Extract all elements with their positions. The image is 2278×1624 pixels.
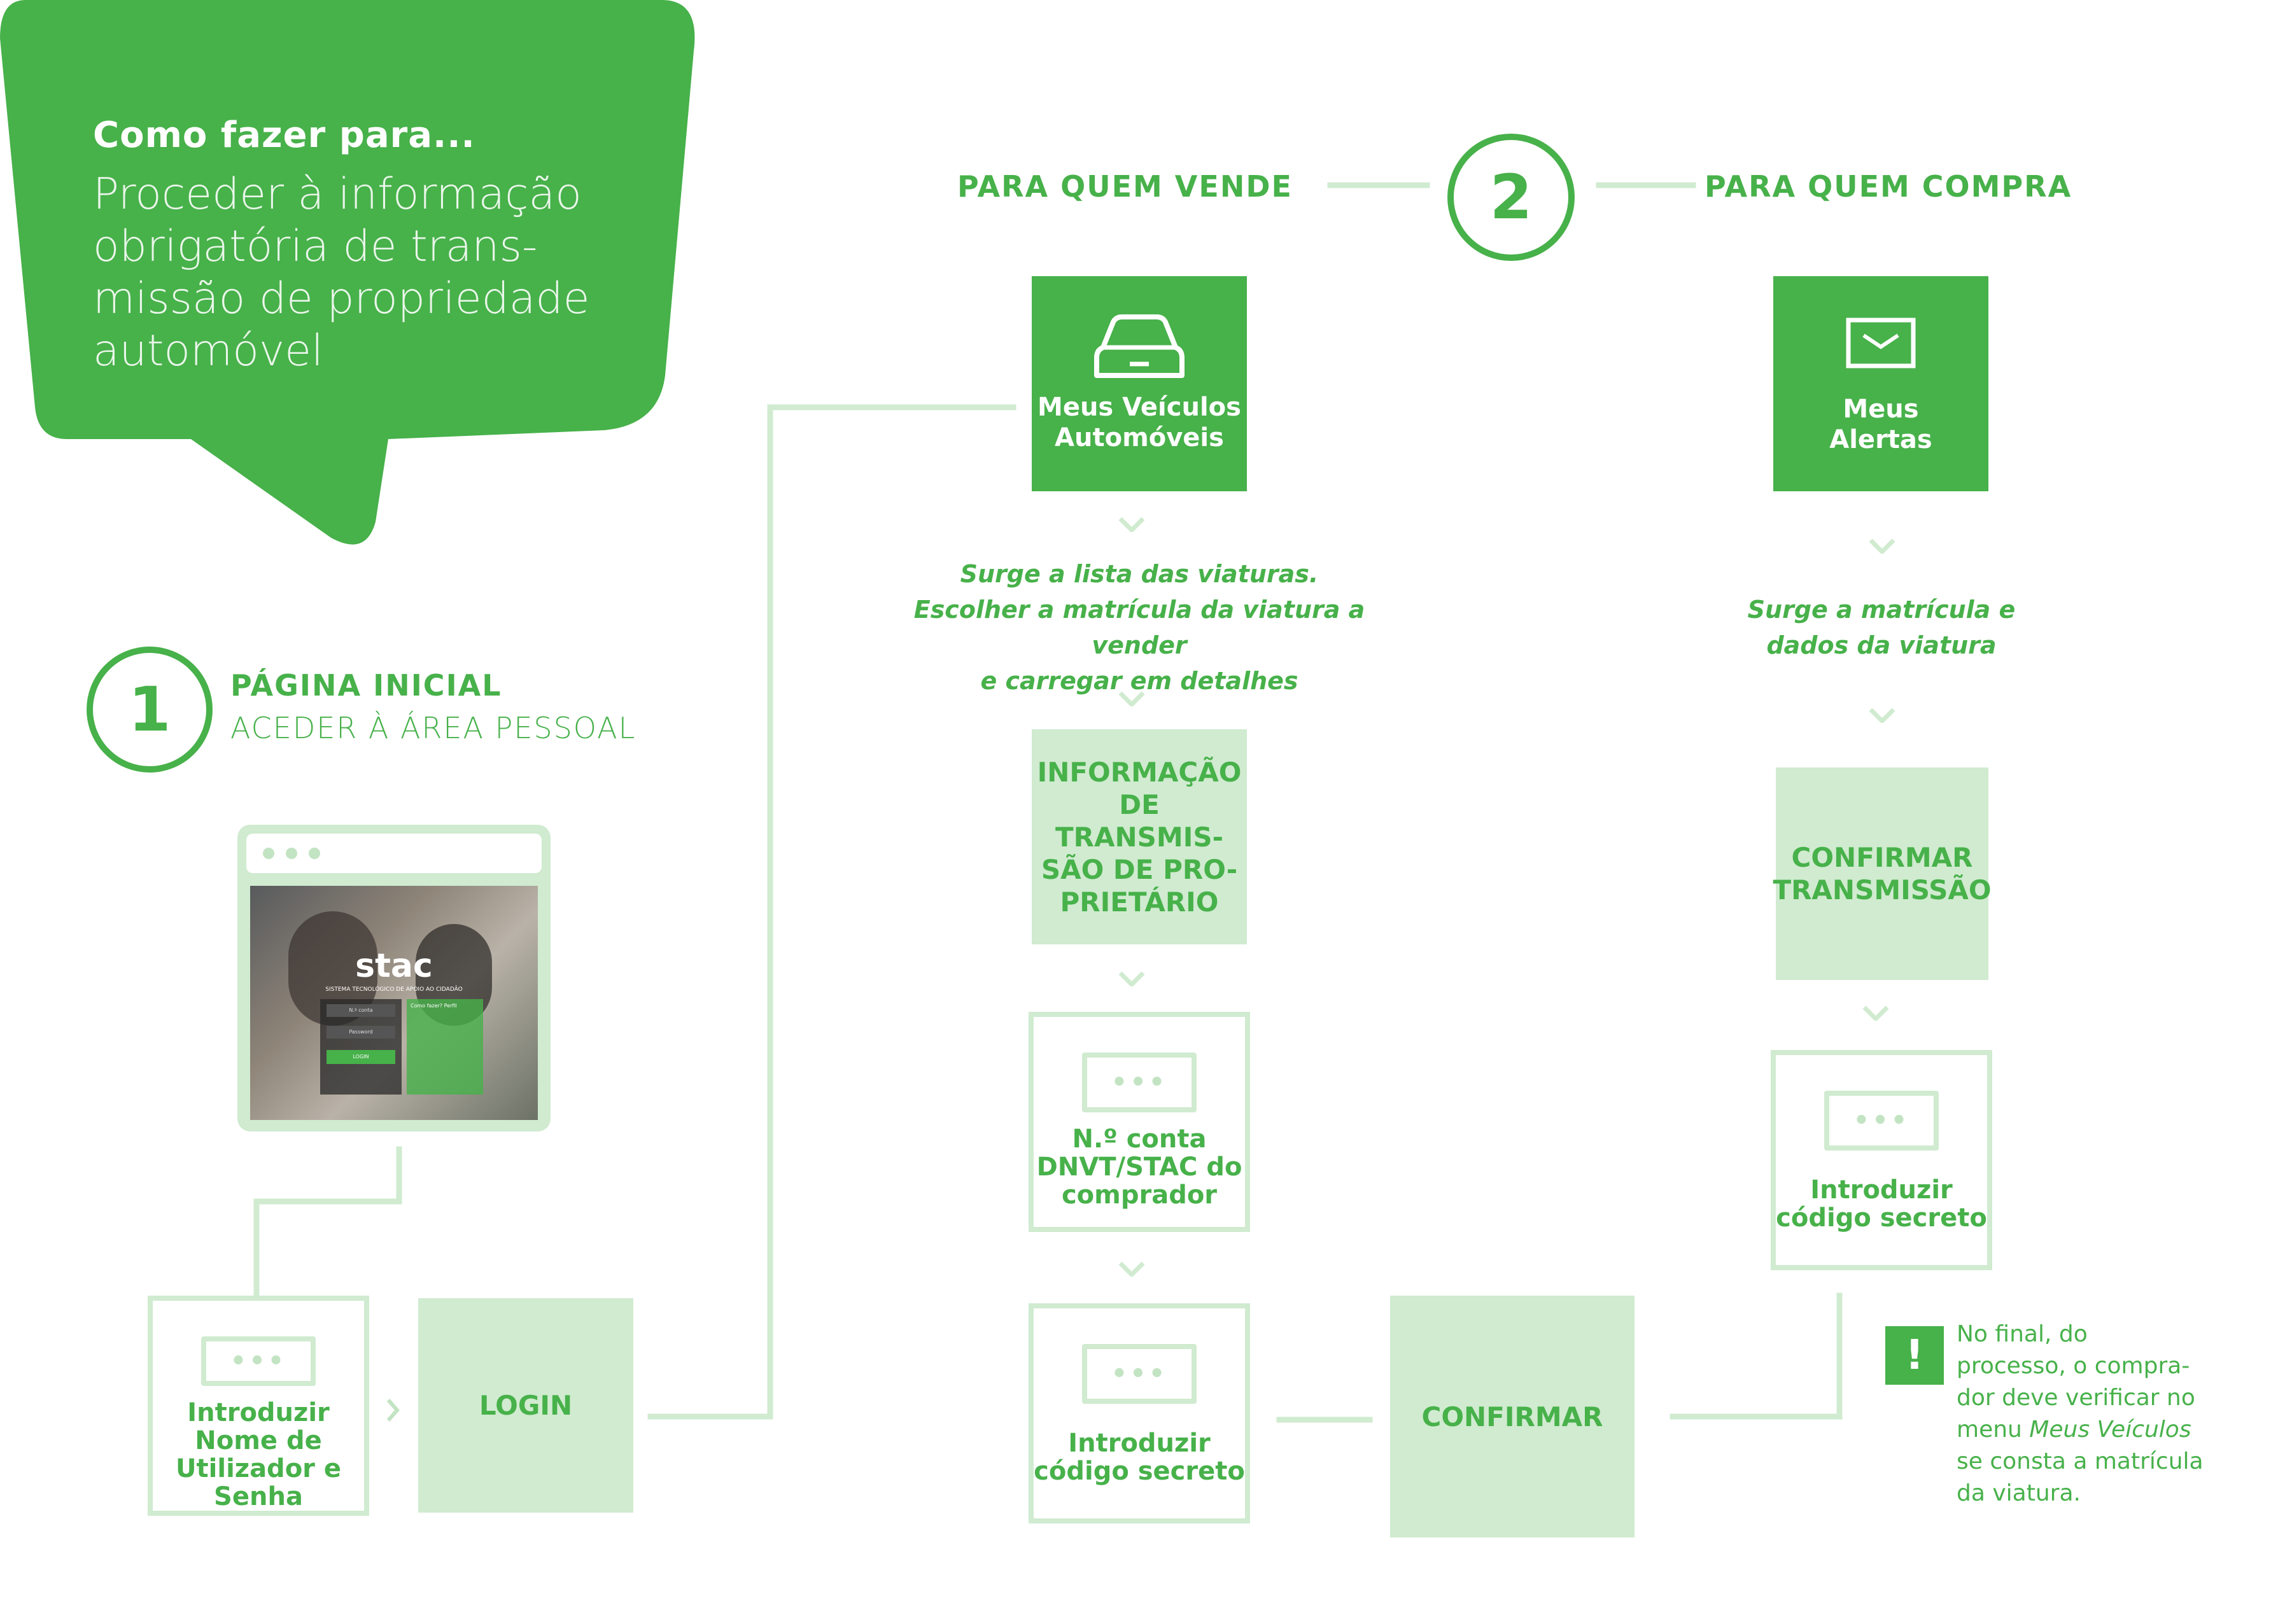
note-text: menu <box>1957 1417 2030 1443</box>
confirm-transfer-button[interactable]: CONFIRMAR TRANSMISSÃO <box>1773 767 1992 980</box>
buyer-description: Surge a matrícula e dados da viatura <box>1747 596 2016 659</box>
note-line: processo, o compra- <box>1957 1353 2190 1379</box>
step-1-title: PÁGINA INICIAL <box>230 668 502 703</box>
stac-side-title: Como fazer? Perfil <box>411 1003 457 1009</box>
login-credentials-label: Introduzir Nome de Utilizador e Senha <box>176 1398 341 1511</box>
confirm-button[interactable]: CONFIRMAR <box>1390 1296 1635 1537</box>
login-button-label: LOGIN <box>479 1390 573 1421</box>
final-note: No final, do processo, o compra- dor dev… <box>1957 1319 2262 1509</box>
browser-dot-icon <box>309 848 320 859</box>
transfer-info-box[interactable]: INFORMAÇÃO DE TRANSMIS- SÃO DE PRO- PRIE… <box>1032 729 1247 944</box>
account-field[interactable]: ••• <box>1082 1053 1197 1112</box>
login-panel: N.º conta Password LOGIN <box>320 999 402 1095</box>
stac-login-screenshot: stac SISTEMA TECNOLÓGICO DE APOIO AO CID… <box>250 886 538 1120</box>
seller-secret-box: ••• Introduzir código secreto <box>1029 1303 1250 1523</box>
browser-mockup: stac SISTEMA TECNOLÓGICO DE APOIO AO CID… <box>237 825 551 1131</box>
stac-user-field: N.º conta <box>327 1004 395 1017</box>
browser-dot-icon <box>263 848 274 859</box>
chevron-down-icon <box>1118 691 1145 706</box>
buyer-account-label: N.º conta DNVT/STAC do comprador <box>1036 1124 1242 1210</box>
menu-meus-veiculos[interactable]: Meus Veículos Automóveis <box>1032 276 1247 491</box>
menu-meus-alertas[interactable]: Meus Alertas <box>1773 276 1988 491</box>
buyer-account-box: ••• N.º conta DNVT/STAC do comprador <box>1029 1012 1250 1232</box>
confirm-transfer-label: CONFIRMAR TRANSMISSÃO <box>1773 842 1992 906</box>
menu-meus-alertas-label: Meus Alertas <box>1829 395 1932 454</box>
seller-heading: PARA QUEM VENDE <box>957 169 1293 204</box>
intro-kicker: Como fazer para... <box>93 115 475 156</box>
step-1-number: 1 <box>87 647 213 773</box>
note-line: da viatura. <box>1957 1480 2081 1506</box>
password-field-icon: ••• <box>201 1336 316 1386</box>
menu-meus-veiculos-label: Meus Veículos Automóveis <box>1037 393 1241 452</box>
browser-dot-icon <box>286 848 297 859</box>
chevron-down-icon <box>1118 1261 1145 1277</box>
exclamation-icon: ! <box>1885 1326 1944 1385</box>
chevron-down-icon <box>1869 708 1895 723</box>
seller-secret-label: Introduzir código secreto <box>1034 1429 1245 1486</box>
buyer-secret-field[interactable]: ••• <box>1824 1091 1939 1151</box>
login-credentials-box: ••• Introduzir Nome de Utilizador e Senh… <box>148 1296 369 1516</box>
note-line: dor deve verificar no <box>1957 1385 2195 1411</box>
seller-secret-field[interactable]: ••• <box>1082 1344 1197 1404</box>
note-line: se consta a matrícula <box>1957 1448 2204 1474</box>
stac-tagline: SISTEMA TECNOLÓGICO DE APOIO AO CIDADÃO <box>325 986 463 993</box>
connector-browser-to-field <box>253 1146 402 1299</box>
stac-logo: stac <box>355 947 433 985</box>
buyer-secret-label: Introduzir código secreto <box>1776 1175 1987 1233</box>
connector-confirm-to-buyer <box>1670 1292 1843 1420</box>
chevron-down-icon <box>1118 517 1145 532</box>
connector-login-to-menu <box>647 404 1016 1420</box>
login-button[interactable]: LOGIN <box>418 1298 633 1513</box>
note-menu-name: Meus Veículos <box>2029 1417 2191 1443</box>
step-1-subtitle: ACEDER À ÁREA PESSOAL <box>230 711 636 745</box>
confirm-button-label: CONFIRMAR <box>1421 1401 1603 1432</box>
stac-login-button: LOGIN <box>327 1050 395 1064</box>
chevron-down-icon <box>1869 538 1895 554</box>
speech-bubble <box>0 0 695 545</box>
arrow-right-icon <box>386 1399 400 1422</box>
car-icon <box>1094 314 1185 378</box>
seller-list-description: Surge a lista das viaturas. Escolher a m… <box>913 560 1365 695</box>
chevron-down-icon <box>1862 1005 1889 1021</box>
intro-title: Proceder à informação obrigatória de tra… <box>93 169 590 376</box>
buyer-secret-box: ••• Introduzir código secreto <box>1771 1050 1992 1270</box>
envelope-icon <box>1846 318 1916 368</box>
note-line: No final, do <box>1957 1321 2088 1347</box>
buyer-heading: PARA QUEM COMPRA <box>1705 169 2072 204</box>
browser-toolbar <box>246 834 542 873</box>
chevron-down-icon <box>1118 971 1145 986</box>
note-line: menu Meus Veículos <box>1957 1414 2262 1446</box>
stac-password-field: Password <box>327 1026 395 1039</box>
transfer-info-label: INFORMAÇÃO DE TRANSMIS- SÃO DE PRO- PRIE… <box>1037 756 1242 918</box>
step-2-number: 2 <box>1447 134 1575 261</box>
intro-block: Como fazer para... Proceder à informação… <box>93 115 640 377</box>
help-panel: Como fazer? Perfil <box>407 999 483 1095</box>
